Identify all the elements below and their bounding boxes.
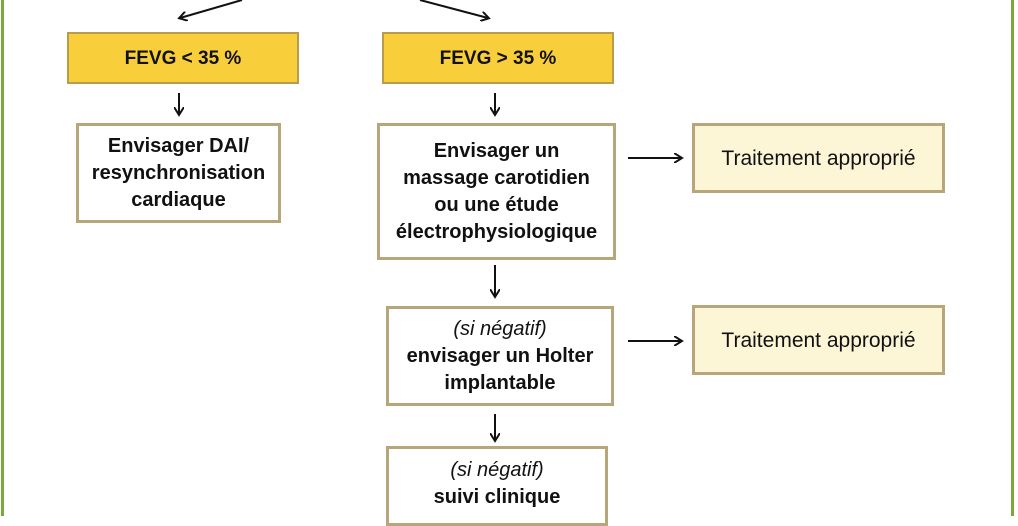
carotid-massage-box: Envisager un massage carotidien ou une é… — [377, 123, 616, 260]
fevg-high-box: FEVG > 35 % — [382, 32, 614, 84]
treatment-1-label: Traitement approprié — [721, 146, 916, 170]
fevg-low-box: FEVG < 35 % — [67, 32, 299, 84]
treatment-2-label: Traitement approprié — [721, 328, 916, 352]
holter-box: (si négatif) envisager un Holter implant… — [386, 306, 614, 406]
treatment-box-2: Traitement approprié — [692, 305, 945, 375]
dai-resynchronisation-box: Envisager DAI/ resynchronisation cardiaq… — [76, 123, 281, 223]
arrow-to-fevg-high — [419, 0, 488, 18]
carotid-line-4: électrophysiologique — [395, 220, 598, 243]
holter-condition: (si négatif) — [453, 317, 547, 340]
arrow-to-fevg-low — [180, 0, 243, 18]
holter-line-1: envisager un Holter — [406, 344, 594, 367]
carotid-line-1: Envisager un — [433, 139, 560, 162]
followup-line-1: suivi clinique — [433, 486, 561, 508]
carotid-line-2: massage carotidien — [403, 166, 590, 189]
carotid-line-3: ou une étude — [434, 193, 559, 216]
frame-right-border — [1011, 0, 1014, 516]
followup-box: (si négatif) suivi clinique — [386, 446, 608, 526]
frame-left-border — [1, 0, 4, 516]
holter-line-2: implantable — [444, 371, 556, 394]
dai-line-3: cardiaque — [131, 188, 226, 211]
followup-condition: (si négatif) — [450, 459, 544, 481]
fevg-low-label: FEVG < 35 % — [124, 47, 242, 69]
dai-line-2: resynchronisation — [91, 161, 266, 184]
fevg-high-label: FEVG > 35 % — [439, 47, 557, 69]
dai-line-1: Envisager DAI/ — [107, 134, 250, 157]
treatment-box-1: Traitement approprié — [692, 123, 945, 193]
